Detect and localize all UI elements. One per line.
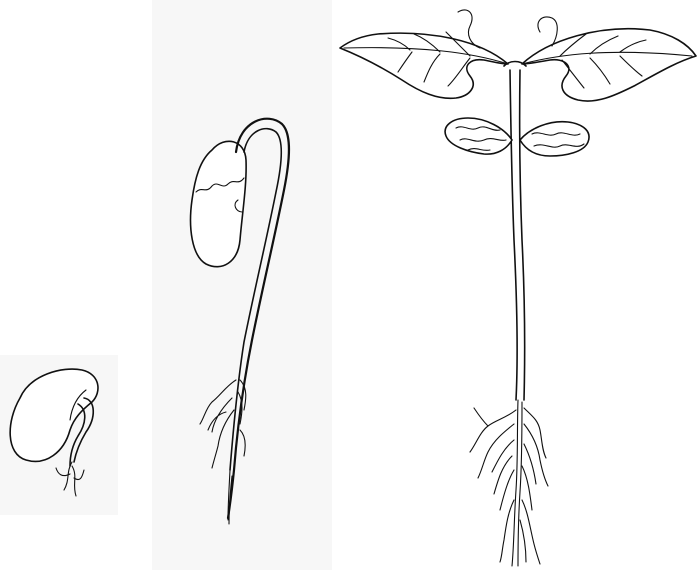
stage-3-left-leaf — [340, 33, 508, 98]
stage-3-stem-right — [520, 70, 525, 400]
stage-3-lateral-roots-right — [520, 408, 548, 564]
stage-3-seedling — [340, 10, 696, 566]
stage-2-panel — [152, 0, 332, 570]
stage-3-right-leaf-lobe — [538, 17, 557, 46]
stage-3-right-cotyledon — [520, 122, 589, 156]
stage-3-lateral-roots-left — [470, 408, 516, 562]
stage-3-leaf-node — [504, 62, 526, 67]
stage-3-stem-left — [510, 70, 517, 400]
